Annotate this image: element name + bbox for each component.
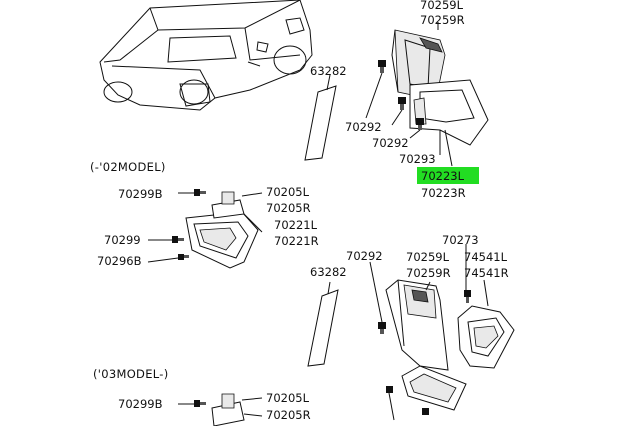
- label-70299[interactable]: 70299: [104, 233, 141, 247]
- left-leader-lines-02: [147, 192, 263, 263]
- label-74541l[interactable]: 74541L: [464, 250, 508, 264]
- label-70223l[interactable]: 70223L: [421, 169, 465, 183]
- screw-70293: [416, 118, 424, 130]
- screw-70292-c: [378, 322, 386, 334]
- label-70299b-a[interactable]: 70299B: [118, 187, 163, 201]
- label-63282-mid[interactable]: 63282: [310, 265, 347, 279]
- label-70292-c[interactable]: 70292: [346, 249, 383, 263]
- label-63282-top[interactable]: 63282: [310, 64, 347, 78]
- vehicle-illustration: [99, 0, 313, 111]
- screw-70299b-a: [194, 189, 206, 196]
- screw-70292-b: [398, 97, 406, 110]
- lower-rear-mudguard-assembly: [385, 279, 515, 371]
- label-70296b[interactable]: 70296B: [97, 254, 142, 268]
- screw-70296b: [178, 254, 189, 260]
- lower-bottom-bracket: [386, 365, 467, 421]
- label-74541r[interactable]: 74541R: [464, 266, 509, 280]
- label-70221r[interactable]: 70221R: [274, 234, 319, 248]
- label-70273[interactable]: 70273: [442, 233, 479, 247]
- mudguard-03-model: [178, 393, 263, 426]
- screw-70273: [464, 290, 471, 303]
- label-70293[interactable]: 70293: [399, 152, 436, 166]
- label-70292-b[interactable]: 70292: [372, 136, 409, 150]
- label-70259l-mid[interactable]: 70259L: [406, 250, 450, 264]
- label-70299b-b[interactable]: 70299B: [118, 397, 163, 411]
- label-70205l-b[interactable]: 70205L: [266, 391, 310, 405]
- label-70259r-mid[interactable]: 70259R: [406, 266, 451, 280]
- label-70292-a[interactable]: 70292: [345, 120, 382, 134]
- screw-70299: [172, 236, 184, 243]
- label-70205r-b[interactable]: 70205R: [266, 408, 311, 422]
- mudguard-02-model: [185, 191, 259, 269]
- section-title-02-model: (-'02MODEL): [90, 160, 166, 174]
- label-70259l-top[interactable]: 70259L: [420, 0, 464, 12]
- label-70221l[interactable]: 70221L: [274, 218, 318, 232]
- section-title-03-model: ('03MODEL-): [93, 367, 169, 381]
- upper-leader-lines: [326, 22, 453, 167]
- label-70259r-top[interactable]: 70259R: [420, 13, 465, 27]
- label-70223r[interactable]: 70223R: [421, 186, 466, 200]
- upper-rear-mudguard-assembly: [391, 29, 489, 146]
- screw-70292-a: [378, 60, 386, 73]
- strip-63282-upper: [304, 85, 337, 161]
- label-70205r-a[interactable]: 70205R: [266, 201, 311, 215]
- middle-leader-lines: [327, 244, 489, 323]
- strip-63282-middle: [307, 289, 339, 367]
- label-70205l-a[interactable]: 70205L: [266, 185, 310, 199]
- highlight-70223l: [417, 167, 479, 184]
